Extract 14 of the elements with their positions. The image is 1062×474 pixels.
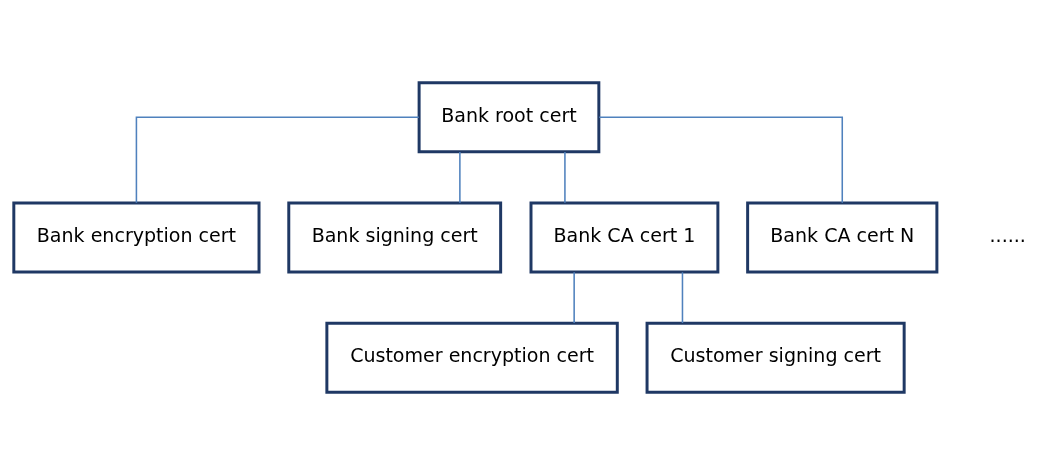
connector xyxy=(135,116,420,203)
node-box: Bank root cert xyxy=(417,80,601,153)
node-box: Bank CA cert N xyxy=(746,201,939,273)
label: ...... xyxy=(989,223,1026,246)
connector xyxy=(564,150,566,204)
node-box: Bank CA cert 1 xyxy=(529,201,720,273)
connector xyxy=(459,150,461,204)
connector xyxy=(681,271,684,324)
node-box: Customer signing cert xyxy=(645,321,906,394)
connector xyxy=(573,271,575,324)
node-box: Bank encryption cert xyxy=(12,201,261,273)
node-box: Bank signing cert xyxy=(287,201,503,273)
node-box: Customer encryption cert xyxy=(325,321,619,394)
connector xyxy=(598,116,844,203)
